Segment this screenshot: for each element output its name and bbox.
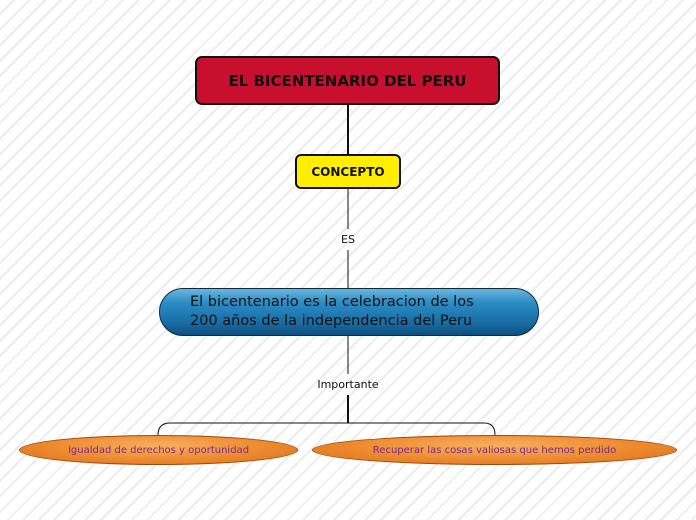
definition-node[interactable]: El bicentenario es la celebracion de los… [159, 288, 539, 336]
leaf-node-recuperar[interactable]: Recuperar las cosas valiosas que hemos p… [312, 435, 677, 465]
link-label-importante: Importante [317, 378, 379, 391]
definition-line-2: 200 años de la independencia del Peru [190, 313, 473, 329]
definition-text: El bicentenario es la celebracion de los… [190, 293, 474, 331]
leaf-node-igualdad[interactable]: Igualdad de derechos y oportunidad [19, 435, 298, 465]
connector-branch-leaf-1 [157, 422, 348, 436]
title-node[interactable]: EL BICENTENARIO DEL PERU [195, 56, 500, 105]
link-label-es: ES [341, 233, 355, 246]
connector-branch-leaf-2 [348, 422, 496, 436]
definition-line-1: El bicentenario es la celebracion de los [190, 294, 474, 310]
concept-node[interactable]: CONCEPTO [295, 154, 401, 189]
